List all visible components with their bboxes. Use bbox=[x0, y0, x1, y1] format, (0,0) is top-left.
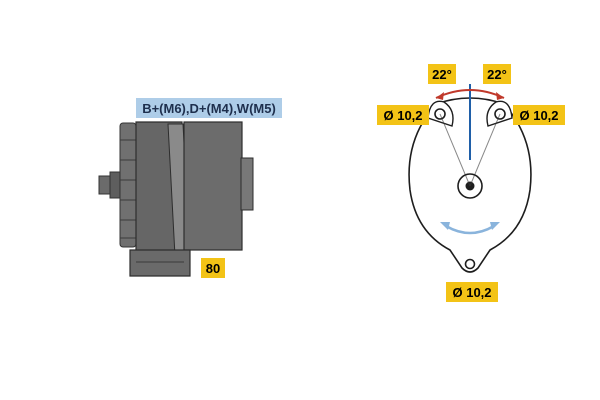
hole-right-label: Ø 10,2 bbox=[513, 105, 565, 125]
angle-line-left bbox=[439, 113, 471, 187]
angle-left-label: 22° bbox=[428, 64, 456, 84]
hole-bottom-mark bbox=[464, 258, 476, 270]
hole-left-label: Ø 10,2 bbox=[377, 105, 429, 125]
hole-bottom-label: Ø 10,2 bbox=[446, 282, 498, 302]
rotation-arrow bbox=[445, 224, 495, 235]
length-dimension-label: 80 bbox=[201, 258, 225, 278]
terminal-label: B+(M6),D+(M4),W(M5) bbox=[136, 98, 282, 118]
angle-line-right bbox=[469, 113, 501, 187]
rear-cap bbox=[240, 157, 254, 211]
rear-body bbox=[183, 121, 243, 251]
angle-right-label: 22° bbox=[483, 64, 511, 84]
mounting-foot bbox=[129, 249, 191, 277]
